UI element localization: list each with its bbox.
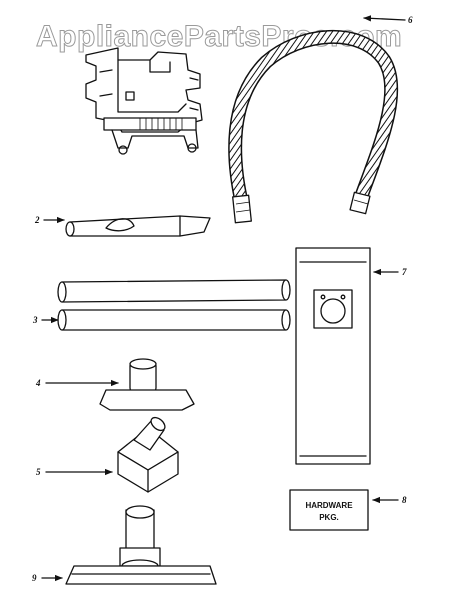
callout-label-9: 9: [32, 573, 37, 583]
callout-label-6: 6: [408, 15, 413, 25]
hardware-box-line1: HARDWARE: [305, 501, 353, 510]
extension-wands: [57, 279, 291, 331]
callout-label-4: 4: [35, 378, 41, 388]
hardware-box-line2: PKG.: [319, 513, 339, 522]
vacuum-hose: [228, 29, 399, 224]
floor-tool: [65, 505, 217, 585]
upholstery-tool: [99, 358, 195, 411]
callout-label-2: 2: [34, 215, 40, 225]
callout-label-3: 3: [32, 315, 38, 325]
callout-label-5: 5: [36, 467, 41, 477]
callout-label-7: 7: [402, 267, 407, 277]
wall-bracket: [85, 47, 203, 155]
hardware-package: HARDWARE PKG.: [289, 489, 369, 531]
filter-bag: [295, 247, 371, 465]
callout-label-8: 8: [402, 495, 407, 505]
callout-arrow-6: [363, 15, 406, 22]
dusting-brush: [117, 416, 179, 493]
crevice-tool: [65, 215, 211, 237]
